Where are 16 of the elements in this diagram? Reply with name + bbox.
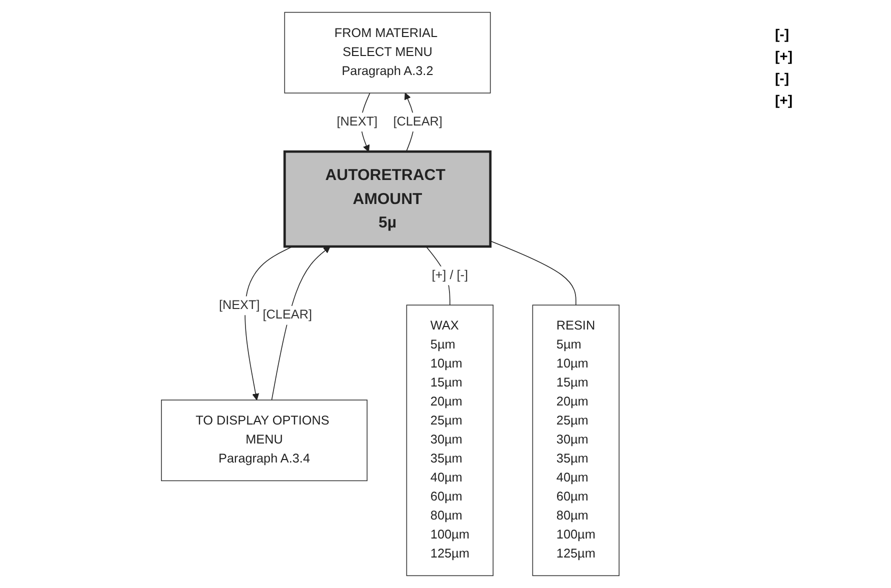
edge-label: [CLEAR] bbox=[262, 308, 312, 322]
key-label: [+] bbox=[775, 92, 794, 108]
node-box: RESIN 5µm 10µm 15µm 20µm 25µm 30µm 35µm 40µm 60µm 80µm 100µm 125µm bbox=[532, 304, 620, 576]
key-label: [+] bbox=[775, 48, 794, 64]
node-box: AUTORETRACT AMOUNT 5µ bbox=[284, 150, 492, 248]
arrow bbox=[272, 246, 331, 400]
key-label: [-] bbox=[775, 26, 790, 42]
node-box: WAX 5µm 10µm 15µm 20µm 25µm 30µm 35µm 40µm 60µm 80µm 100µm 125µm bbox=[406, 304, 494, 576]
connector bbox=[490, 240, 577, 306]
edge-label: [NEXT] bbox=[337, 114, 378, 128]
node-box: FROM MATERIAL SELECT MENU Paragraph A.3.2 bbox=[284, 12, 491, 94]
key-label: [-] bbox=[775, 70, 790, 86]
edge-label: [NEXT] bbox=[219, 298, 260, 312]
edge-label: [CLEAR] bbox=[393, 114, 443, 128]
edge-label: [+] / [-] bbox=[432, 268, 468, 282]
node-box: TO DISPLAY OPTIONS MENU Paragraph A.3.4 bbox=[161, 400, 368, 482]
